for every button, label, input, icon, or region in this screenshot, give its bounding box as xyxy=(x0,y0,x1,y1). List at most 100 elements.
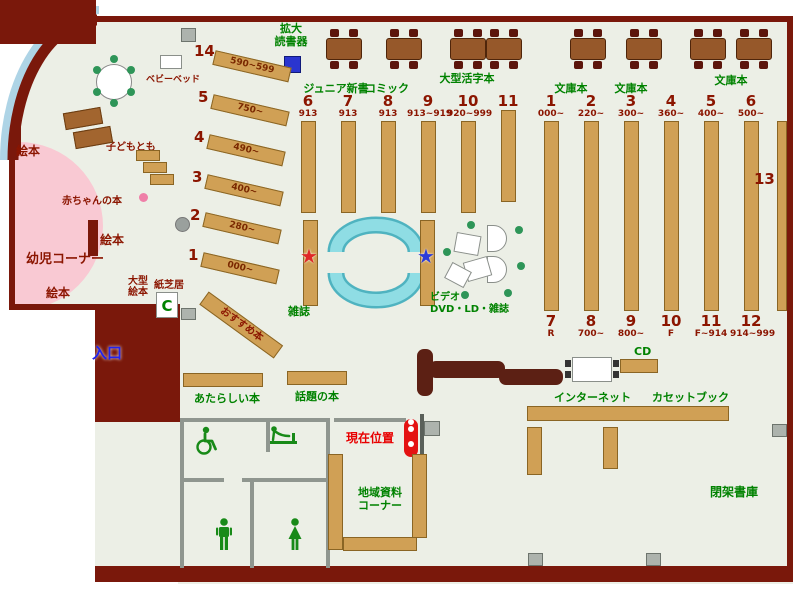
pillar xyxy=(772,424,787,437)
bookshelf xyxy=(777,121,787,311)
new-books-shelf xyxy=(183,373,263,387)
bookshelf xyxy=(340,121,356,213)
restroom-wall-mid2 xyxy=(242,478,330,482)
shelf-range: 913 xyxy=(298,109,318,119)
kids-stool xyxy=(139,193,148,202)
label-large-print: 大型活字本 xyxy=(439,72,495,85)
reading-table xyxy=(626,29,662,69)
shelf-range: 913~919 xyxy=(407,109,453,119)
shelf-number: 11 xyxy=(497,92,519,110)
shelf-range: 920~999 xyxy=(447,109,493,119)
label-ogata-line2: 絵本 xyxy=(128,287,148,298)
shelf-number: 9 xyxy=(625,312,637,330)
label-magnifier-line1: 拡大 xyxy=(280,22,302,35)
bookshelf xyxy=(300,121,316,213)
shelf-number: 1 xyxy=(545,92,557,110)
shelf-number: 3 xyxy=(625,92,637,110)
shelf-number: 14 xyxy=(194,42,215,60)
label-baby-bed: ベビーベッド xyxy=(146,75,201,85)
label-ehon-3: 絵本 xyxy=(46,286,71,300)
kids-step-shelf xyxy=(136,150,160,161)
label-video-line1: ビデオ・ xyxy=(430,292,470,303)
shelf-number: 6 xyxy=(745,92,757,110)
corridor-wall xyxy=(334,418,406,422)
shelf-number: 11 xyxy=(700,312,722,330)
bookshelf xyxy=(703,121,719,311)
shelf-range: 800~ xyxy=(617,329,645,339)
local-materials-shelf xyxy=(328,454,343,550)
bookshelf xyxy=(420,220,435,306)
reading-table xyxy=(486,29,522,69)
label-ehon-2: 絵本 xyxy=(100,233,125,247)
restroom-wall-left xyxy=(180,418,184,568)
shelf-number: 9 xyxy=(422,92,434,110)
restroom-wall xyxy=(180,418,328,422)
shelf-range: 700~ xyxy=(577,329,605,339)
entrance-block xyxy=(95,304,180,422)
shelf-number: 13 xyxy=(754,170,775,188)
reading-table xyxy=(326,29,362,69)
wall-top xyxy=(95,16,793,22)
shelf-number: 10 xyxy=(660,312,682,330)
label-video: ビデオ・ DVD・LD・雑誌 xyxy=(430,292,509,316)
bookshelf xyxy=(460,121,476,213)
shelf-range: 220~ xyxy=(577,109,605,119)
wall-children-bottom xyxy=(9,304,97,310)
label-kodomo: 子どもとも xyxy=(106,142,156,153)
chair xyxy=(565,360,571,367)
label-local-line2: コーナー xyxy=(358,499,402,512)
kids-step-shelf xyxy=(143,162,167,173)
shelf-number: 3 xyxy=(192,168,203,186)
label-toddler-corner: 幼児コーナー xyxy=(26,252,105,267)
chair xyxy=(504,289,512,297)
shelf-range: F~914 xyxy=(694,329,728,339)
label-local-line1: 地域資料 xyxy=(358,486,402,499)
chair xyxy=(565,371,571,378)
shelf-range: 400~ xyxy=(697,109,725,119)
bookshelf xyxy=(527,427,542,475)
label-video-line2: DVD・LD・雑誌 xyxy=(430,304,510,315)
restroom-divider xyxy=(250,482,254,568)
picturebook-shelf-1 xyxy=(11,124,21,154)
shelf-range: 360~ xyxy=(657,109,685,119)
chair xyxy=(93,88,101,96)
shelf-number: 8 xyxy=(585,312,597,330)
bookshelf xyxy=(420,121,436,213)
bookshelf xyxy=(663,121,679,311)
chair xyxy=(93,66,101,74)
shelf-range: 913 xyxy=(338,109,358,119)
service-counter xyxy=(429,361,505,378)
shelf-number: 8 xyxy=(382,92,394,110)
floor-corridor xyxy=(95,420,180,568)
bookshelf xyxy=(623,121,639,311)
chair xyxy=(443,248,451,256)
label-ehon-1: 絵本 xyxy=(16,144,41,158)
label-baby-books: 赤ちゃんの本 xyxy=(62,196,122,207)
restroom-divider-top xyxy=(266,418,270,452)
label-comic: コミック xyxy=(365,82,409,95)
shelf-range: R xyxy=(547,329,555,339)
label-closed-stacks: 閉架書庫 xyxy=(710,485,759,499)
local-materials-shelf xyxy=(412,454,427,538)
pillar xyxy=(646,553,661,566)
shelf-range: 000~ xyxy=(537,109,565,119)
shelf-number: 2 xyxy=(190,206,201,224)
label-ogata-line1: 大型 xyxy=(128,276,148,287)
reading-table xyxy=(450,29,486,69)
wall-right xyxy=(787,16,793,582)
c-sign-icon: C xyxy=(161,297,173,315)
chair xyxy=(613,371,619,378)
bookshelf xyxy=(527,406,729,421)
pillar xyxy=(528,553,543,566)
shelf-range: F xyxy=(667,329,675,339)
pillar xyxy=(424,421,440,436)
shelf-number: 7 xyxy=(545,312,557,330)
label-local-materials: 地域資料 コーナー xyxy=(348,486,412,512)
